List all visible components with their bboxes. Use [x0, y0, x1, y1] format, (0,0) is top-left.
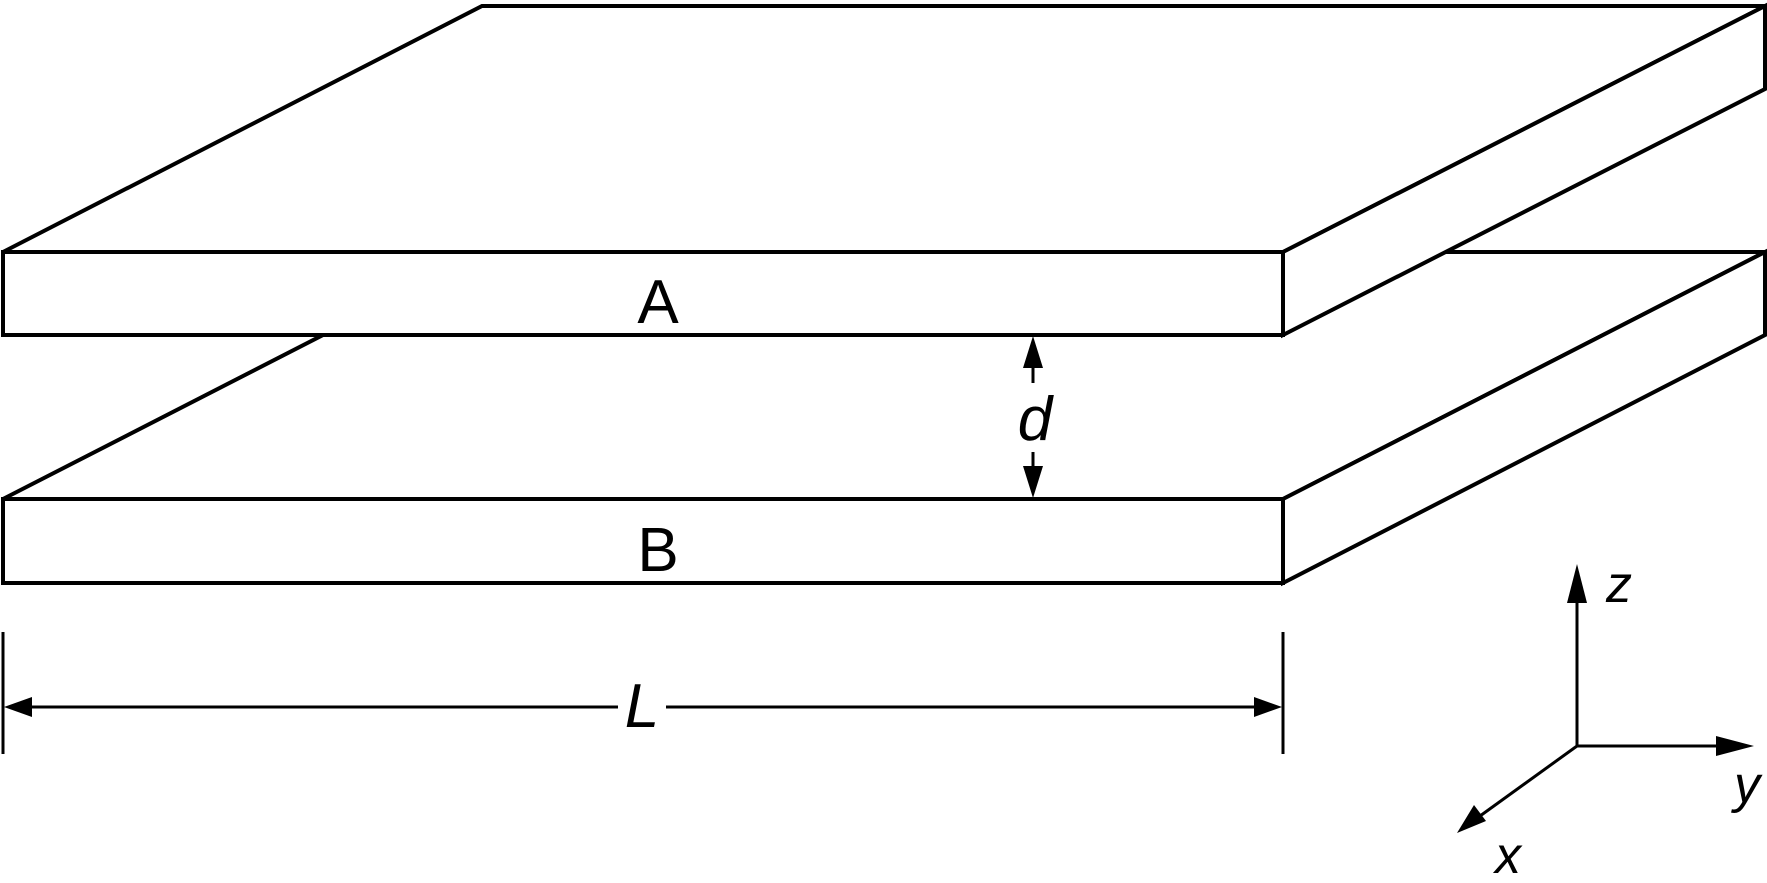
gap-label: d — [1018, 385, 1055, 454]
y-axis-label: y — [1731, 756, 1763, 814]
gap-up-arrowhead — [1023, 336, 1043, 368]
z-axis-label: z — [1605, 556, 1632, 614]
x-axis-arrowhead — [1457, 805, 1486, 833]
plate-a-label: A — [637, 268, 679, 337]
length-left-arrowhead — [4, 697, 32, 717]
length-right-arrowhead — [1254, 697, 1282, 717]
coordinate-axes: z y x — [1457, 556, 1763, 883]
gap-dimension: d — [963, 333, 1090, 501]
x-axis-label: x — [1492, 827, 1523, 883]
z-axis-arrowhead — [1567, 564, 1587, 603]
gap-down-arrowhead — [1023, 466, 1043, 498]
length-label: L — [625, 672, 659, 741]
plate-b-label: B — [637, 516, 678, 585]
y-axis-arrowhead — [1716, 736, 1754, 756]
length-dimension: L — [1, 632, 1285, 754]
x-axis-line — [1479, 744, 1578, 818]
plate-a-front-face — [1, 250, 1285, 337]
plate-a: A — [1, 2, 1767, 339]
plate-b-front-face — [1, 497, 1285, 585]
